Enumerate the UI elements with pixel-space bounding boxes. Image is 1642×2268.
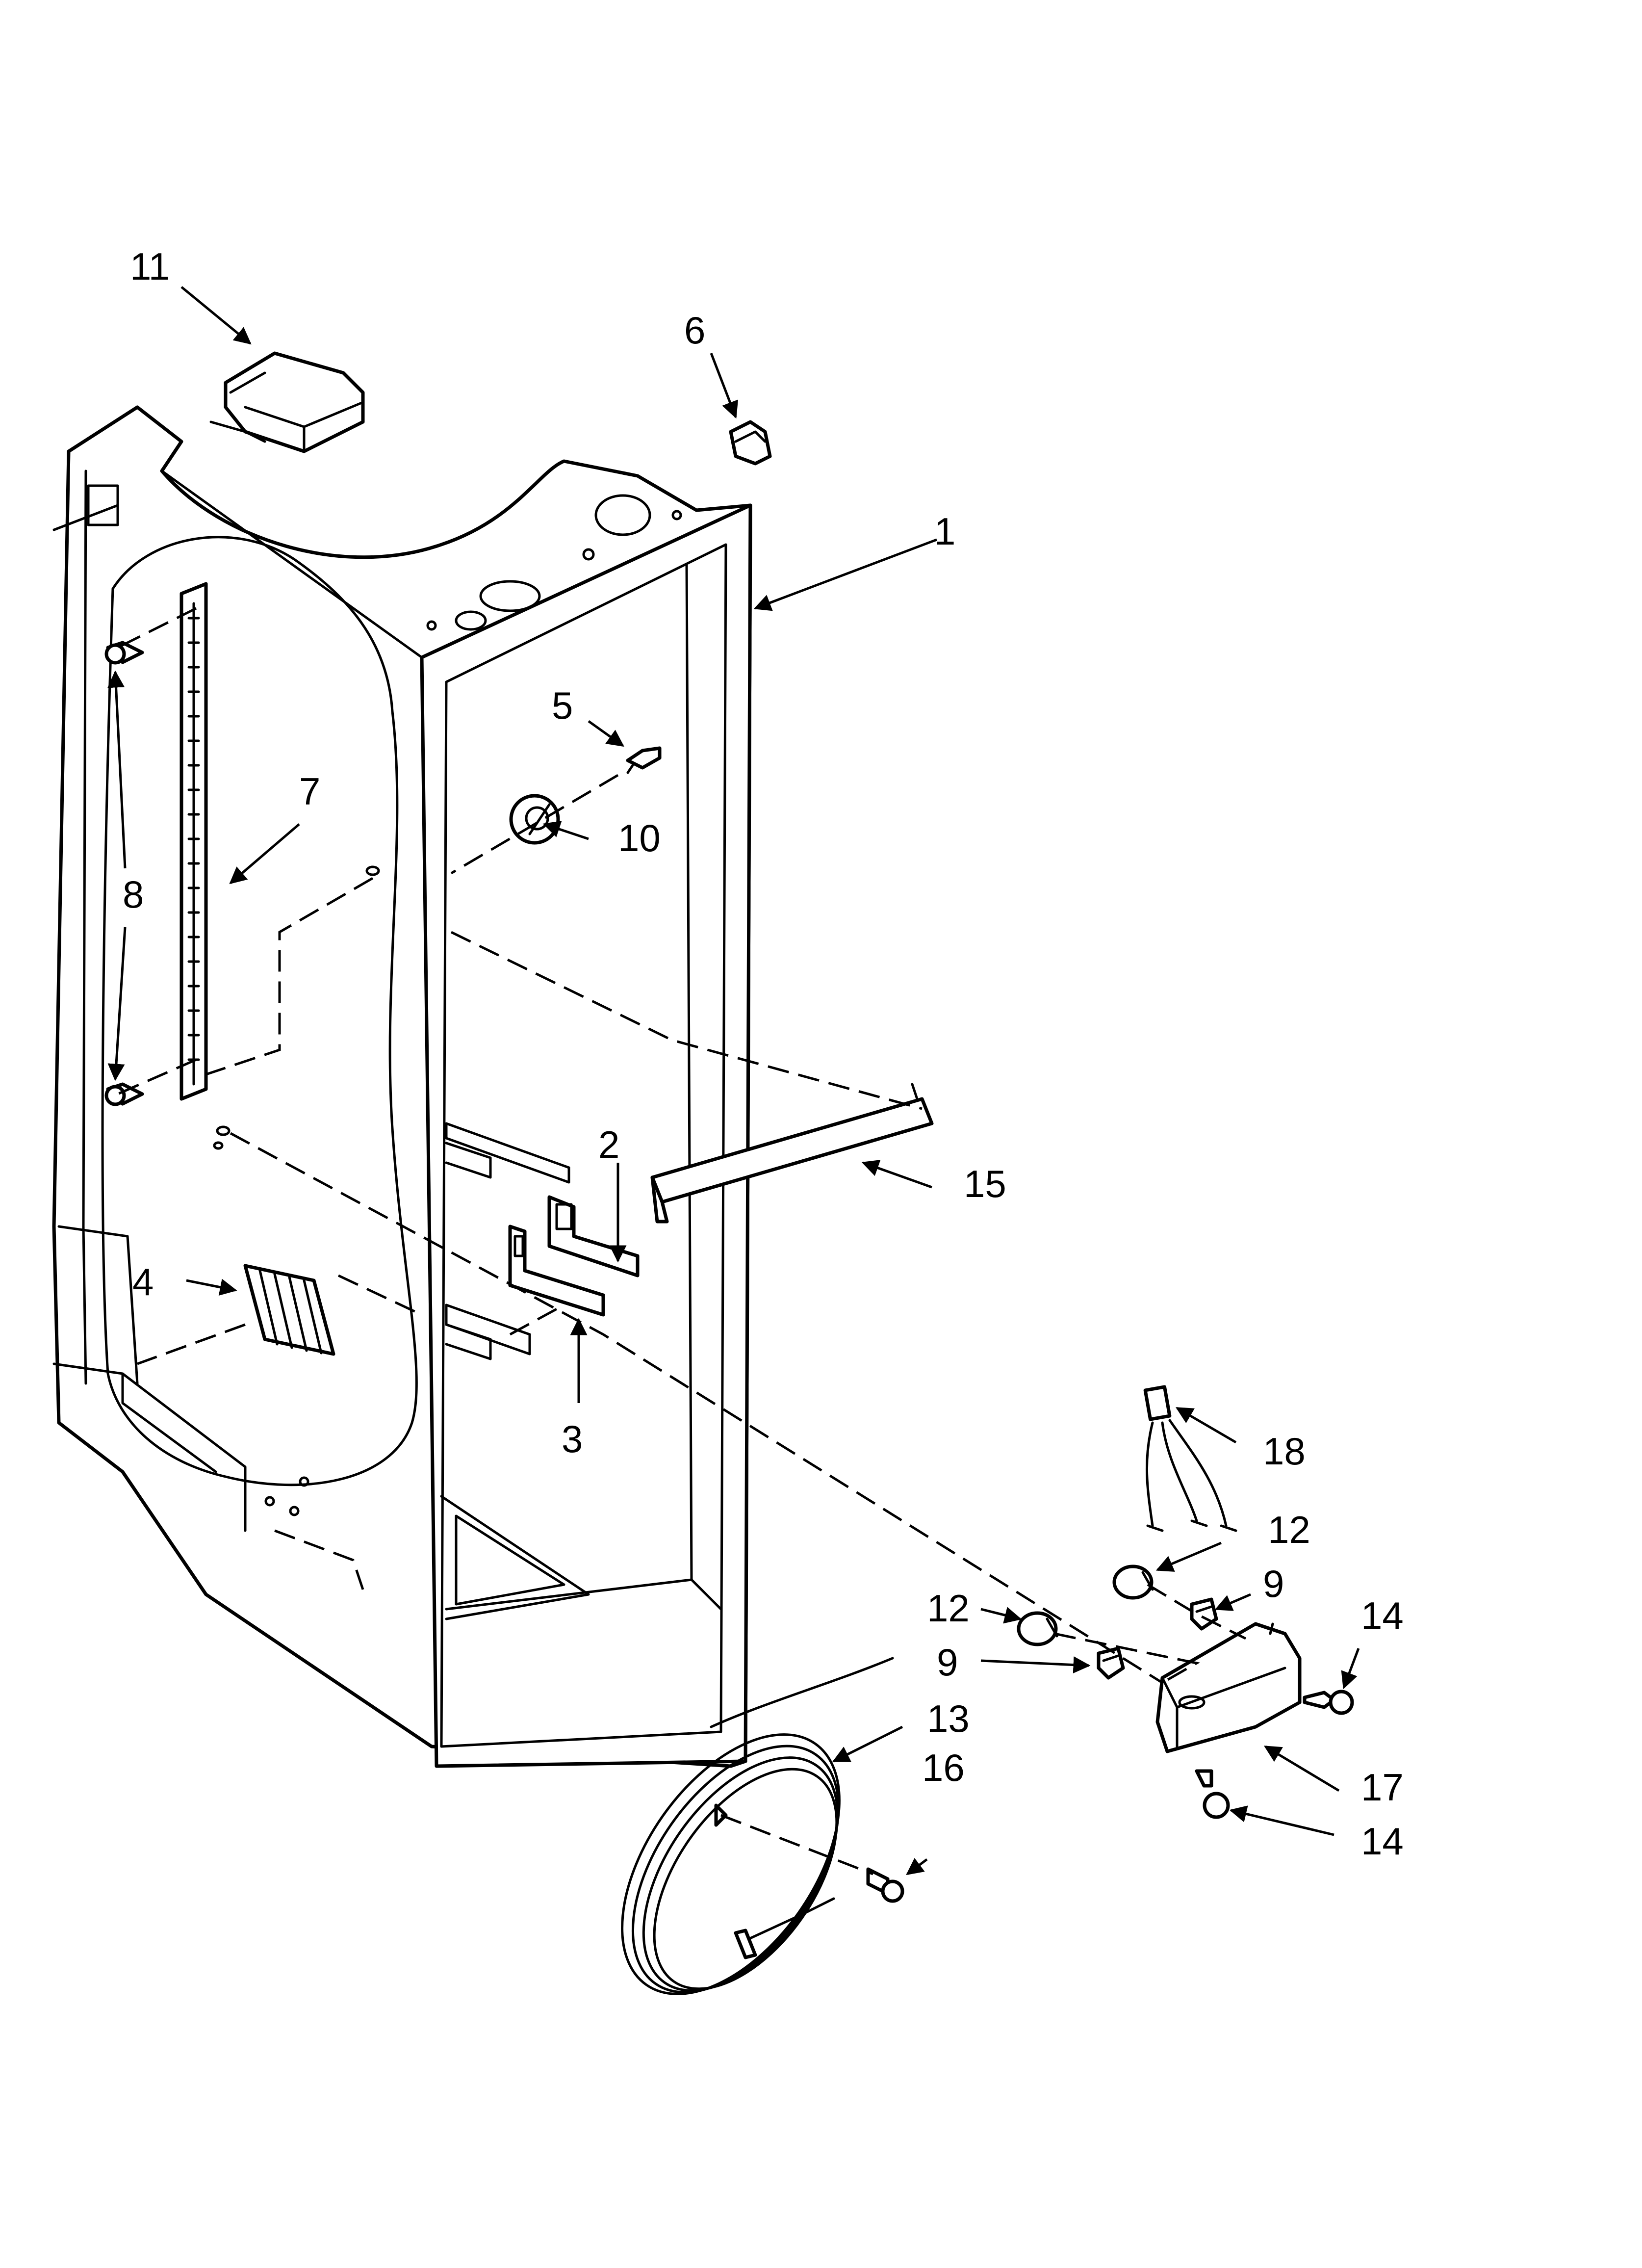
- mullion-rails: [445, 1122, 570, 1360]
- screw-top: [104, 641, 144, 665]
- callout-16: 16: [922, 1746, 965, 1789]
- push-pin-right: [1303, 1690, 1354, 1715]
- light-socket: [509, 794, 560, 845]
- callout-12a: 12: [1268, 1508, 1310, 1551]
- callout-6: 6: [684, 309, 705, 352]
- assembly-lines: [117, 607, 1247, 1876]
- channel-bracket: [650, 1083, 934, 1224]
- callout-4: 4: [132, 1260, 154, 1303]
- control-housing: [209, 351, 365, 453]
- callout-7: 7: [299, 770, 320, 813]
- push-pin-bottom: [1195, 1769, 1230, 1819]
- callout-17: 17: [1361, 1766, 1404, 1809]
- screw-16: [866, 1867, 904, 1903]
- light-shield: [1155, 1622, 1302, 1753]
- socket-lower: [1017, 1611, 1058, 1646]
- vent-grille: [243, 1264, 335, 1356]
- callout-2: 2: [598, 1123, 619, 1166]
- callout-8: 8: [123, 873, 144, 916]
- callout-9a: 9: [1263, 1562, 1284, 1605]
- callout-3: 3: [562, 1417, 583, 1460]
- callout-15: 15: [964, 1162, 1006, 1205]
- callout-11: 11: [130, 245, 170, 288]
- cabinet-liner: [52, 405, 752, 1768]
- leader-arrows: [107, 286, 1360, 1876]
- bulb-upper: [1190, 1597, 1218, 1631]
- wire-harness: [1143, 1385, 1237, 1532]
- callout-18: 18: [1263, 1430, 1306, 1473]
- callout-1: 1: [934, 510, 955, 553]
- callout-5: 5: [552, 684, 573, 727]
- callout-14a: 14: [1361, 1594, 1404, 1637]
- water-tube-coil: [621, 1657, 894, 1995]
- callout-12b: 12: [927, 1587, 970, 1630]
- clip: [729, 420, 772, 466]
- shelf-rail: [180, 582, 208, 1101]
- callout-9b: 9: [937, 1641, 958, 1684]
- callouts: 1 2 3 4 5 6 7 8 9 9 10 11 12 12 13 14 14…: [123, 245, 1404, 1863]
- socket-upper: [1112, 1564, 1154, 1600]
- callout-10: 10: [618, 816, 661, 860]
- screw-bottom: [104, 1082, 144, 1106]
- callout-13: 13: [927, 1697, 970, 1740]
- callout-14b: 14: [1361, 1820, 1404, 1863]
- screw-5: [626, 746, 662, 774]
- bulb-lower: [1097, 1646, 1125, 1680]
